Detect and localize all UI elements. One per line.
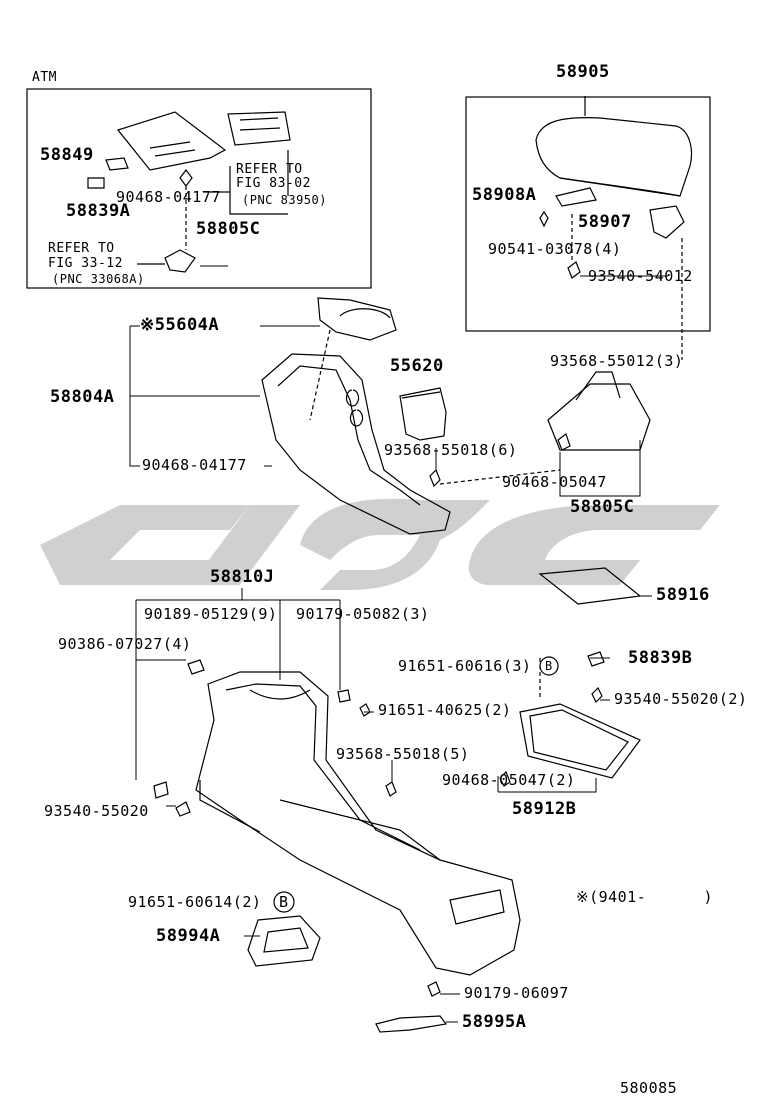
part-90386-07027: 90386-07027(4) <box>58 635 192 653</box>
part-90189-05129: 90189-05129(9) <box>144 605 278 623</box>
part-58912B: 58912B <box>512 799 577 819</box>
refer-83-02-line2: FIG 83-02 <box>236 176 311 191</box>
part-55604A: ※55604A <box>140 315 220 335</box>
circle-B-label-1: B <box>279 893 289 911</box>
refer-33-12-line2: FIG 33-12 <box>48 256 123 271</box>
part-93540-55020: 93540-55020 <box>44 802 149 820</box>
shift-bezel-drawing <box>261 297 651 535</box>
refer-83-02-line1: REFER TO <box>236 162 303 177</box>
refer-33-12-line3: (PNC 33068A) <box>52 272 145 286</box>
part-58907: 58907 <box>578 212 632 232</box>
bracket-58994A-drawing <box>247 915 321 967</box>
fasteners-drawing <box>153 659 511 817</box>
part-91651-60616: 91651-60616(3) <box>398 657 532 675</box>
leader-lines <box>129 265 668 1023</box>
tray-58912B-drawing <box>519 651 641 779</box>
part-93540-54012: 93540-54012 <box>588 267 693 285</box>
part-58839B: 58839B <box>628 648 693 668</box>
part-93568-55012: 93568-55012(3) <box>550 352 684 370</box>
circle-B-marker-2 <box>539 656 559 676</box>
console-body-drawing <box>195 671 521 976</box>
part-58905: 58905 <box>556 62 610 82</box>
note-9401: ※(9401- ) <box>576 888 713 906</box>
armrest-parts-drawing <box>535 96 693 360</box>
part-93568-55018-5: 93568-55018(5) <box>336 745 470 763</box>
atm-parts-drawing <box>87 111 291 273</box>
part-93540-55020-2: 93540-55020(2) <box>614 690 748 708</box>
watermark-logo <box>40 498 720 590</box>
part-55620: 55620 <box>390 356 444 376</box>
refer-33-12-line1: REFER TO <box>48 241 115 256</box>
part-58805C: 58805C <box>196 219 261 239</box>
part-90468-04177: 90468-04177 <box>116 188 221 206</box>
part-90179-05082: 90179-05082(3) <box>296 605 430 623</box>
part-58810J: 58810J <box>210 567 275 587</box>
bracket-58995A-drawing <box>375 1015 448 1033</box>
atm-inset-box <box>26 88 372 289</box>
part-58805C-b: 58805C <box>570 497 635 517</box>
part-58908A: 58908A <box>472 185 537 205</box>
part-58916: 58916 <box>656 585 710 605</box>
part-58995A: 58995A <box>462 1012 527 1032</box>
part-90468-05047-2: 90468-05047(2) <box>442 771 576 789</box>
atm-title: ATM <box>32 70 57 85</box>
part-91651-60614: 91651-60614(2) <box>128 893 262 911</box>
armrest-inset-box <box>465 96 711 332</box>
figure-code: 580085 <box>620 1079 678 1097</box>
refer-83-02-line3: (PNC 83950) <box>242 193 327 207</box>
part-90541-03078: 90541-03078(4) <box>488 240 622 258</box>
part-58804A: 58804A <box>50 387 115 407</box>
part-90179-06097: 90179-06097 <box>464 984 569 1002</box>
part-58994A: 58994A <box>156 926 221 946</box>
circle-B-label-2: B <box>545 659 553 673</box>
part-93568-55018-6: 93568-55018(6) <box>384 441 518 459</box>
part-90468-05047: 90468-05047 <box>502 473 607 491</box>
part-58849: 58849 <box>40 145 94 165</box>
part-58839A: 58839A <box>66 201 131 221</box>
part-91651-40625: 91651-40625(2) <box>378 701 512 719</box>
clip-90179-06097-drawing <box>427 981 441 997</box>
circle-B-marker-1 <box>273 891 295 913</box>
part-90468-04177-b: 90468-04177 <box>142 456 247 474</box>
